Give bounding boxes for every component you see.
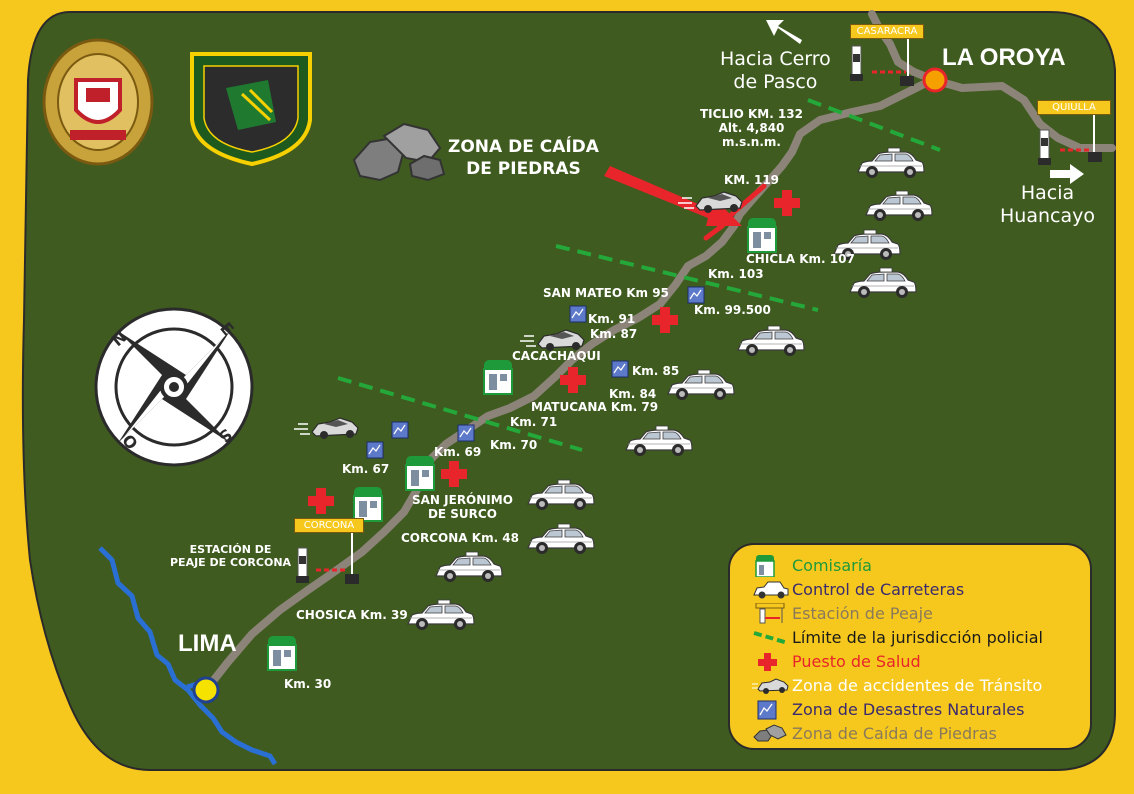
police-emblem-icon: [42, 38, 154, 166]
label-km87: Km. 87: [590, 327, 638, 341]
legend-item-salud: Puesto de Salud: [752, 651, 1082, 675]
legend-label: Zona de Desastres Naturales: [792, 700, 1025, 719]
crashed-car-icon: [752, 678, 789, 694]
la-oroya-dot: [922, 67, 948, 93]
label-km71: Km. 71: [510, 415, 558, 429]
comisaria-icon: [755, 555, 775, 577]
label-km85: Km. 85: [632, 364, 680, 378]
label-matucana: MATUCANA Km. 79: [531, 400, 659, 414]
label-km30: Km. 30: [284, 677, 332, 691]
label-ticlio: TICLIO KM. 132 Alt. 4,840 m.s.n.m.: [700, 107, 803, 149]
label-km91: Km. 91: [588, 312, 636, 326]
label-san-mateo: SAN MATEO Km 95: [543, 286, 669, 300]
legend-label: Zona de Caída de Piedras: [792, 724, 997, 743]
toll-booth-icon: [295, 34, 1102, 584]
legend-item-jurisdiccion: Límite de la jurisdicción policial: [752, 627, 1082, 651]
label-cacachaqui: CACACHAQUI: [512, 349, 601, 363]
legend-label: Comisaría: [792, 556, 872, 575]
toll-booth-icon: [755, 603, 785, 624]
rockfall-icon: [753, 724, 787, 742]
legend-label: Estación de Peaje: [792, 604, 933, 623]
natural-disaster-icon: [757, 700, 777, 720]
rockfall-icon: [352, 122, 446, 182]
legend-item-comisaria: Comisaría: [752, 555, 1082, 579]
carreteras-badge-icon: [190, 52, 312, 167]
legend-item-peaje: Estación de Peaje: [752, 603, 1082, 627]
direction-huancayo: Hacia Huancayo: [1000, 182, 1095, 227]
compass-rose-icon: [94, 307, 254, 467]
label-peaje-corcona: ESTACIÓN DE PEAJE DE CORCONA: [170, 543, 292, 569]
label-km69: Km. 69: [434, 445, 482, 459]
toll-sign-quiulla: QUIULLA: [1037, 100, 1111, 115]
legend-label: Zona de accidentes de Tránsito: [792, 676, 1043, 695]
toll-sign-casaracra: CASARACRA: [850, 24, 924, 39]
label-km70: Km. 70: [490, 438, 538, 452]
river: [98, 546, 278, 766]
lima-dot: [192, 676, 220, 704]
arrow-cerro-pasco-icon: [766, 20, 802, 44]
label-chicla: CHICLA Km. 107: [746, 252, 855, 266]
city-lima: LIMA: [178, 630, 237, 657]
legend-label: Control de Carreteras: [792, 580, 965, 599]
legend-item-control: Control de Carreteras: [752, 579, 1082, 603]
label-km84: Km. 84: [609, 387, 657, 401]
label-km103: Km. 103: [708, 267, 764, 281]
legend-label: Puesto de Salud: [792, 652, 921, 671]
label-km119: KM. 119: [724, 173, 780, 187]
legend-item-desastres: Zona de Desastres Naturales: [752, 699, 1082, 723]
label-chosica: CHOSICA Km. 39: [296, 608, 408, 622]
legend: Comisaría Control de Carreteras Estación…: [728, 543, 1092, 750]
jurisdiction-line-icon: [753, 631, 789, 645]
label-km67: Km. 67: [342, 462, 390, 476]
patrol-car-icon: [753, 581, 789, 599]
legend-item-piedras: Zona de Caída de Piedras: [752, 723, 1082, 747]
legend-label: Límite de la jurisdicción policial: [792, 628, 1043, 647]
arrow-huancayo-icon: [1050, 164, 1084, 184]
legend-item-accidentes: Zona de accidentes de Tránsito: [752, 675, 1082, 699]
health-cross-icon: [758, 653, 777, 671]
label-corcona: CORCONA Km. 48: [401, 531, 520, 545]
direction-cerro-de-pasco: Hacia Cerro de Pasco: [720, 48, 831, 93]
label-san-jeronimo: SAN JERÓNIMO DE SURCO: [412, 493, 513, 521]
jurisdiction-lines: [337, 98, 941, 452]
label-km99500: Km. 99.500: [694, 303, 771, 317]
city-la-oroya: LA OROYA: [942, 44, 1066, 71]
toll-sign-corcona: CORCONA: [294, 518, 364, 533]
zone-title: ZONA DE CAÍDA DE PIEDRAS: [448, 137, 599, 180]
